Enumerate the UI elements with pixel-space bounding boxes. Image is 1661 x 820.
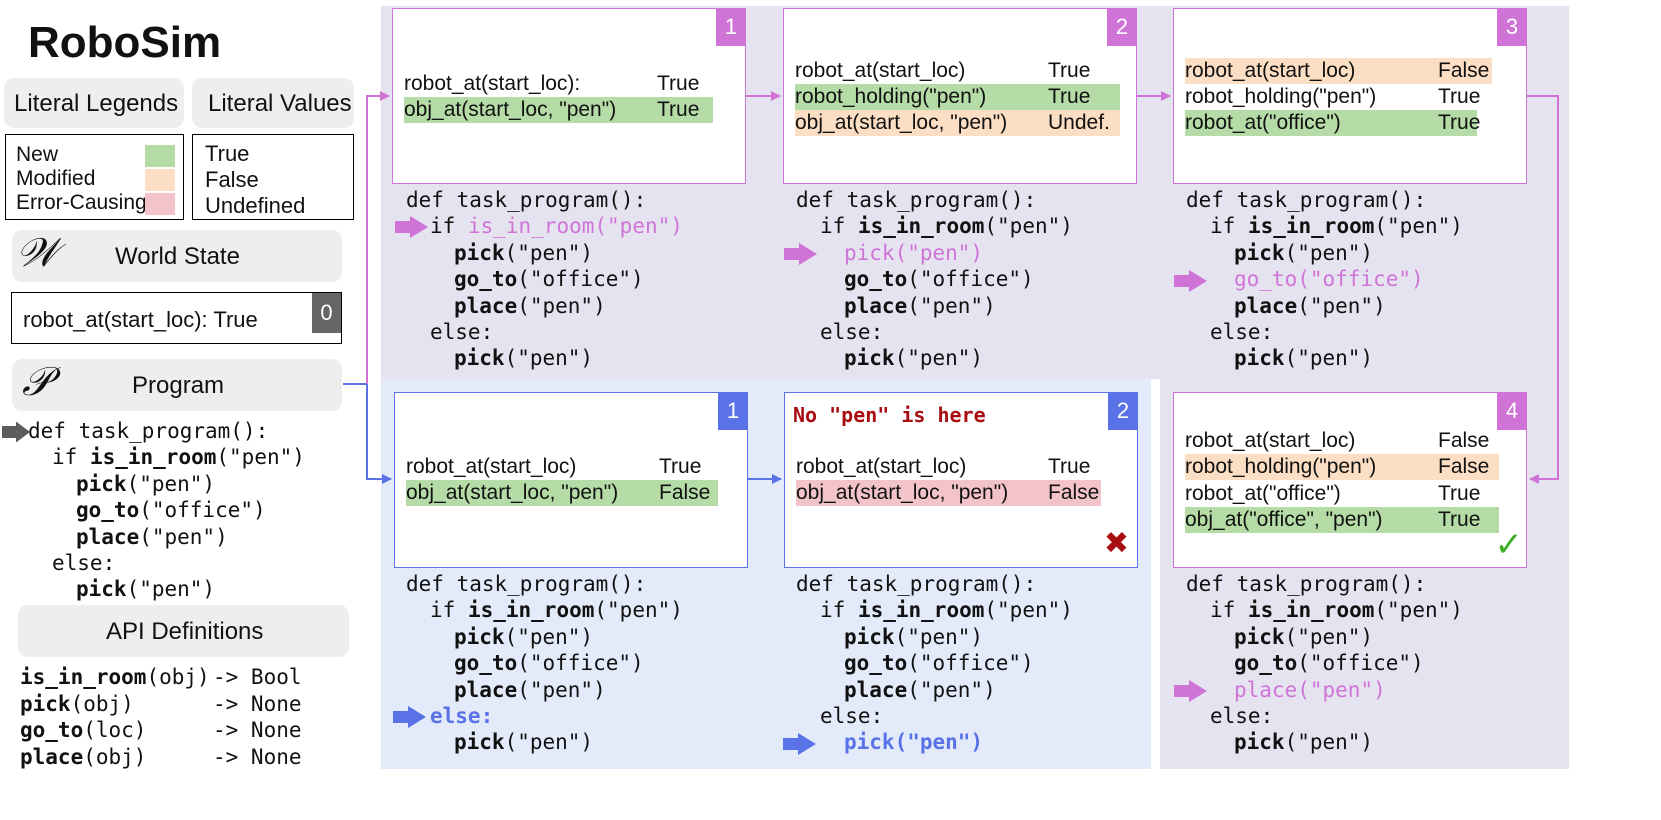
world-state-step-badge: 0: [312, 293, 341, 333]
step-badge: 3: [1497, 8, 1527, 46]
api-header: API Definitions: [106, 618, 264, 645]
literal-row: robot_at(start_loc)False: [1185, 429, 1490, 452]
api-return: -> None: [213, 718, 302, 742]
success-check-icon: ✓: [1494, 526, 1524, 564]
legend-swatch-new: [145, 145, 175, 167]
world-state-value: robot_at(start_loc): True: [23, 307, 258, 332]
legend-swatch-error: [145, 193, 175, 215]
value-true: True: [205, 141, 250, 166]
literal-row: robot_holding("pen")True: [1185, 85, 1481, 108]
step-code-failure-2: def task_program(): if is_in_room("pen")…: [796, 572, 1073, 755]
legend-swatch-modified: [145, 169, 175, 191]
api-return: -> Bool: [213, 665, 302, 689]
literal-row-new: obj_at("office", "pen")True: [1185, 507, 1499, 533]
pointer-arrow-icon: [2, 421, 30, 443]
value-false: False: [205, 167, 259, 192]
app-title: RoboSim: [28, 18, 222, 67]
api-return: -> None: [213, 691, 302, 716]
values-box: True False Undefined: [192, 134, 354, 220]
values-header: Literal Values: [208, 90, 352, 117]
api-item: go_to(loc): [20, 718, 147, 742]
literal-row: robot_at("office")True: [1185, 482, 1481, 505]
api-item: is_in_room(obj): [20, 665, 210, 689]
step-code-success-4: def task_program(): if is_in_room("pen")…: [1186, 572, 1463, 755]
literal-row-new: obj_at(start_loc, "pen")True: [404, 97, 713, 123]
api-return: -> None: [213, 744, 302, 769]
literal-row-new: robot_holding("pen")True: [795, 84, 1120, 110]
step-card-success-1: 1 robot_at(start_loc):True obj_at(start_…: [392, 8, 746, 184]
legend-header-pill: Literal Legends: [4, 78, 184, 128]
literal-row: robot_at(start_loc)True: [795, 59, 1091, 82]
value-undefined: Undefined: [205, 193, 306, 218]
step-card-success-4: 4 robot_at(start_loc)False robot_holding…: [1173, 392, 1527, 568]
literal-row-modified: robot_holding("pen")False: [1185, 454, 1499, 480]
literal-row-modified: robot_at(start_loc)False: [1185, 58, 1492, 84]
program-symbol: 𝒫: [22, 359, 51, 405]
legend-label-error: Error-Causing: [16, 191, 147, 214]
api-list: is_in_room(obj) -> Bool pick(obj) -> Non…: [20, 664, 350, 774]
literal-row: robot_at(start_loc)True: [406, 455, 702, 478]
legend-label-modified: Modified: [16, 167, 96, 190]
step-card-failure-2: 2 No "pen" is here robot_at(start_loc)Tr…: [784, 392, 1138, 568]
world-state-symbol: 𝒲: [16, 230, 58, 276]
step-code-success-3: def task_program(): if is_in_room("pen")…: [1186, 188, 1463, 371]
program-pill: 𝒫 Program: [12, 359, 342, 411]
legend-label-new: New: [16, 143, 59, 166]
step-badge: 2: [1107, 8, 1137, 46]
step-code-success-1: def task_program(): if is_in_room("pen")…: [406, 188, 683, 371]
step-badge: 1: [716, 8, 746, 46]
code-line: pick("pen"): [76, 577, 216, 602]
code-line: go_to("office"): [76, 498, 266, 523]
api-item: place(obj): [20, 744, 147, 769]
literal-row-new: obj_at(start_loc, "pen")False: [406, 480, 718, 506]
step-badge: 2: [1108, 392, 1138, 430]
code-line: def task_program():: [28, 419, 269, 443]
step-badge: 1: [718, 392, 748, 430]
world-state-label: World State: [115, 243, 240, 270]
literal-row: robot_at(start_loc):True: [404, 72, 700, 95]
legend-box: New Modified Error-Causing: [5, 134, 184, 220]
error-message: No "pen" is here: [793, 403, 986, 427]
literal-row-modified: obj_at(start_loc, "pen")Undef.: [795, 110, 1120, 136]
step-card-success-2: 2 robot_at(start_loc)True robot_holding(…: [783, 8, 1137, 184]
world-state-pill: 𝒲 World State: [12, 230, 342, 282]
program-label: Program: [132, 372, 225, 399]
api-pill: API Definitions: [18, 605, 349, 657]
code-line: if is_in_room("pen"): [52, 445, 305, 470]
literal-row-error: obj_at(start_loc, "pen")False: [796, 480, 1101, 506]
program-code: def task_program(): if is_in_room("pen")…: [28, 418, 328, 608]
values-header-pill: Literal Values: [192, 78, 354, 128]
step-code-failure-1: def task_program(): if is_in_room("pen")…: [406, 572, 683, 755]
step-card-failure-1: 1 robot_at(start_loc)True obj_at(start_l…: [394, 392, 748, 568]
step-card-success-3: 3 robot_at(start_loc)False robot_holding…: [1173, 8, 1527, 184]
code-line: else:: [52, 551, 116, 575]
failure-x-icon: ✖: [1103, 527, 1129, 560]
world-state-value-box: robot_at(start_loc): True 0: [11, 292, 342, 344]
code-line: place("pen"): [76, 524, 228, 549]
literal-row-new: robot_at("office")True: [1185, 110, 1481, 136]
api-item: pick(obj): [20, 691, 134, 716]
literal-row: robot_at(start_loc)True: [796, 455, 1091, 478]
step-code-success-2: def task_program(): if is_in_room("pen")…: [796, 188, 1073, 371]
legend-header: Literal Legends: [14, 90, 179, 117]
step-badge: 4: [1497, 392, 1527, 430]
code-line: pick("pen"): [76, 471, 216, 496]
